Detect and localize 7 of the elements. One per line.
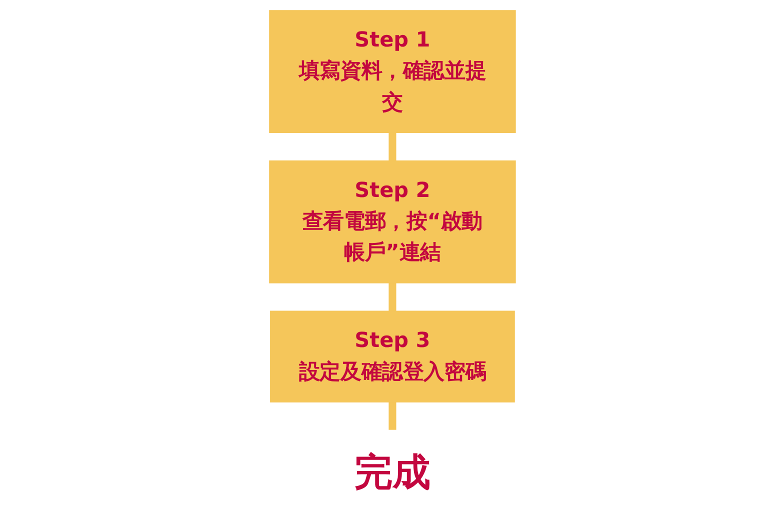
node-box: Step 1 填寫資料，確認並提交 <box>268 10 516 133</box>
connector <box>388 281 396 313</box>
node-box: Step 3 設定及確認登入密碼 <box>270 310 514 402</box>
node-box: Step 2 查看電郵，按“啟動帳戶”連結 <box>268 160 516 284</box>
connector <box>388 400 396 432</box>
node-text: 完成 <box>354 451 430 495</box>
connector <box>388 131 396 162</box>
